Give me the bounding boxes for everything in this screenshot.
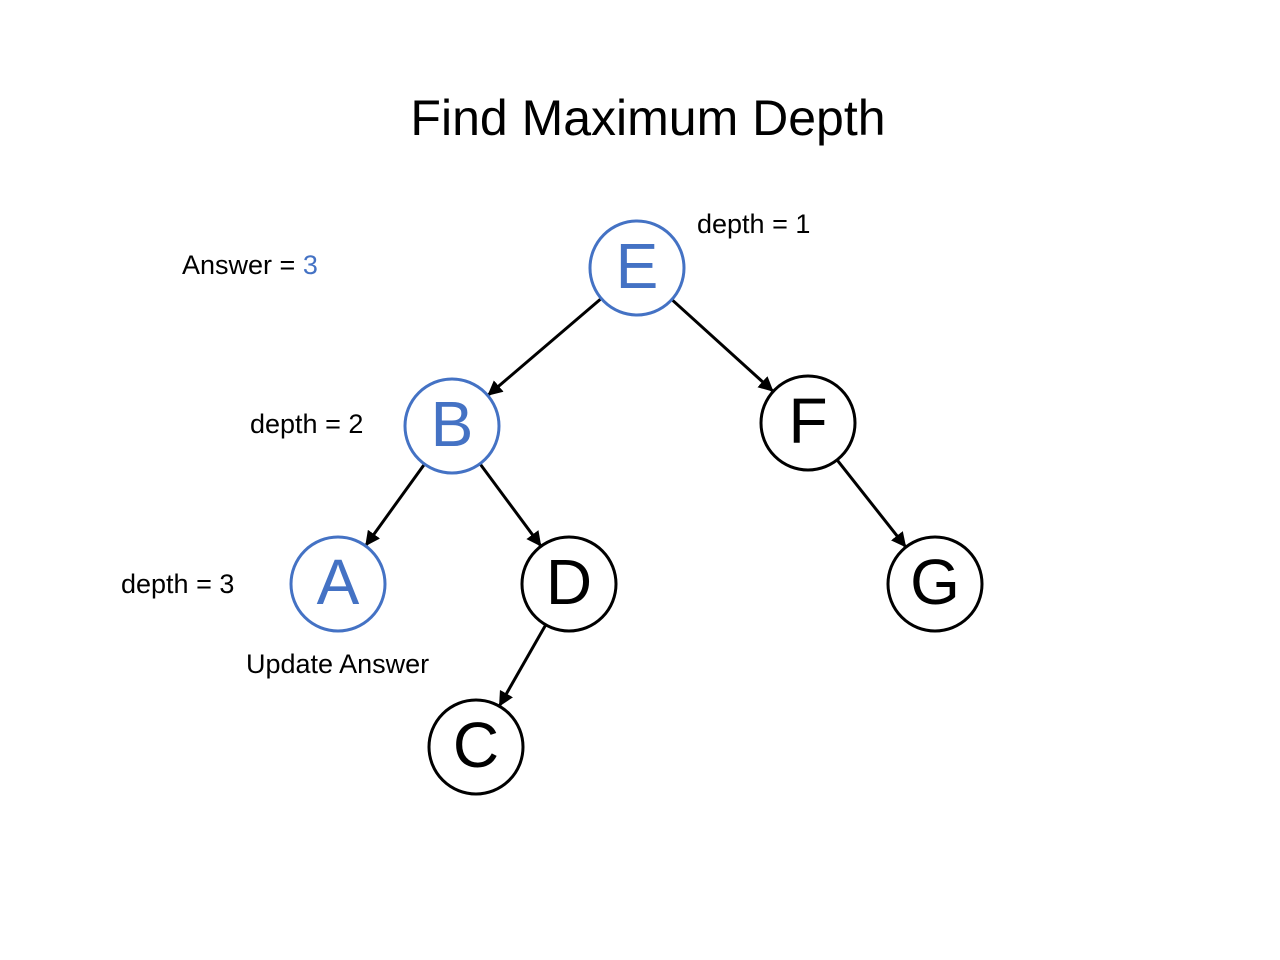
- nodes-layer: E B F A D G C: [289, 219, 984, 796]
- node-circle-c: [427, 698, 525, 796]
- tree-node-a: A: [289, 535, 387, 633]
- tree-node-d: D: [520, 535, 618, 633]
- node-circle-f: [759, 374, 857, 472]
- diagram-title: Find Maximum Depth: [410, 90, 886, 146]
- node-label-f: F: [788, 385, 827, 457]
- edge-e-b: [487, 297, 603, 396]
- node-circle-a: [289, 535, 387, 633]
- node-label-a: A: [317, 546, 360, 618]
- answer-value: 3: [302, 250, 318, 280]
- update-answer-note: Update Answer: [246, 649, 430, 679]
- edge-d-c: [498, 624, 548, 707]
- edge-b-a: [364, 463, 426, 547]
- node-circle-g: [886, 535, 984, 633]
- answer-prefix: Answer =: [182, 250, 303, 280]
- node-circle-b: [403, 377, 501, 475]
- node-label-e: E: [616, 230, 659, 302]
- node-label-g: G: [910, 546, 960, 618]
- tree-node-e: E: [588, 219, 686, 317]
- edges-layer: [364, 297, 907, 707]
- tree-node-g: G: [886, 535, 984, 633]
- tree-node-b: B: [403, 377, 501, 475]
- edge-f-g: [835, 458, 907, 548]
- node-label-d: D: [546, 546, 592, 618]
- node-circle-e: [588, 219, 686, 317]
- edge-e-f: [670, 298, 774, 392]
- edge-b-d: [478, 462, 542, 547]
- answer-label: Answer = 3: [182, 248, 318, 282]
- depth-label-e: depth = 1: [697, 209, 811, 239]
- node-label-b: B: [431, 388, 474, 460]
- depth-label-b: depth = 2: [250, 409, 364, 439]
- node-label-c: C: [453, 709, 499, 781]
- depth-label-a: depth = 3: [121, 569, 235, 599]
- tree-node-c: C: [427, 698, 525, 796]
- tree-node-f: F: [759, 374, 857, 472]
- node-circle-d: [520, 535, 618, 633]
